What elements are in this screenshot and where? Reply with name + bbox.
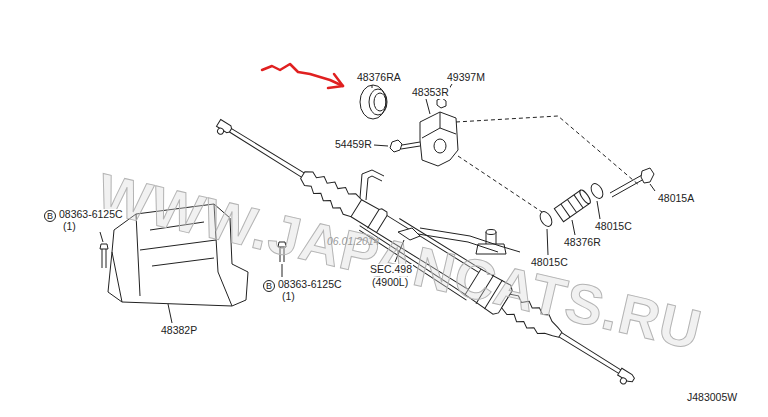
part-number: 48015C [594,221,633,233]
diagram-code: J483005W [686,392,738,404]
quantity: (1) [62,221,77,233]
part-number: 49397M [446,72,486,84]
circled-letter: B [263,280,275,292]
part-number: 48015A [657,193,695,205]
part-number: 54459R [334,139,373,151]
part-number: 48353R [411,87,450,99]
part-number: 48382P [160,325,198,337]
part-number: 08363-6125C [277,279,343,291]
part-number: 48376RA [356,72,402,84]
date-stamp: 06.01.2014 [326,236,381,248]
section-ref: (4900L) [371,277,409,289]
part-number: 08363-6125C [58,209,124,221]
section-ref: SEC.498 [369,264,413,276]
circled-letter: B [44,210,56,222]
quantity: (1) [281,291,296,303]
part-number: 48376R [563,237,602,249]
part-number: 48015C [530,257,569,269]
